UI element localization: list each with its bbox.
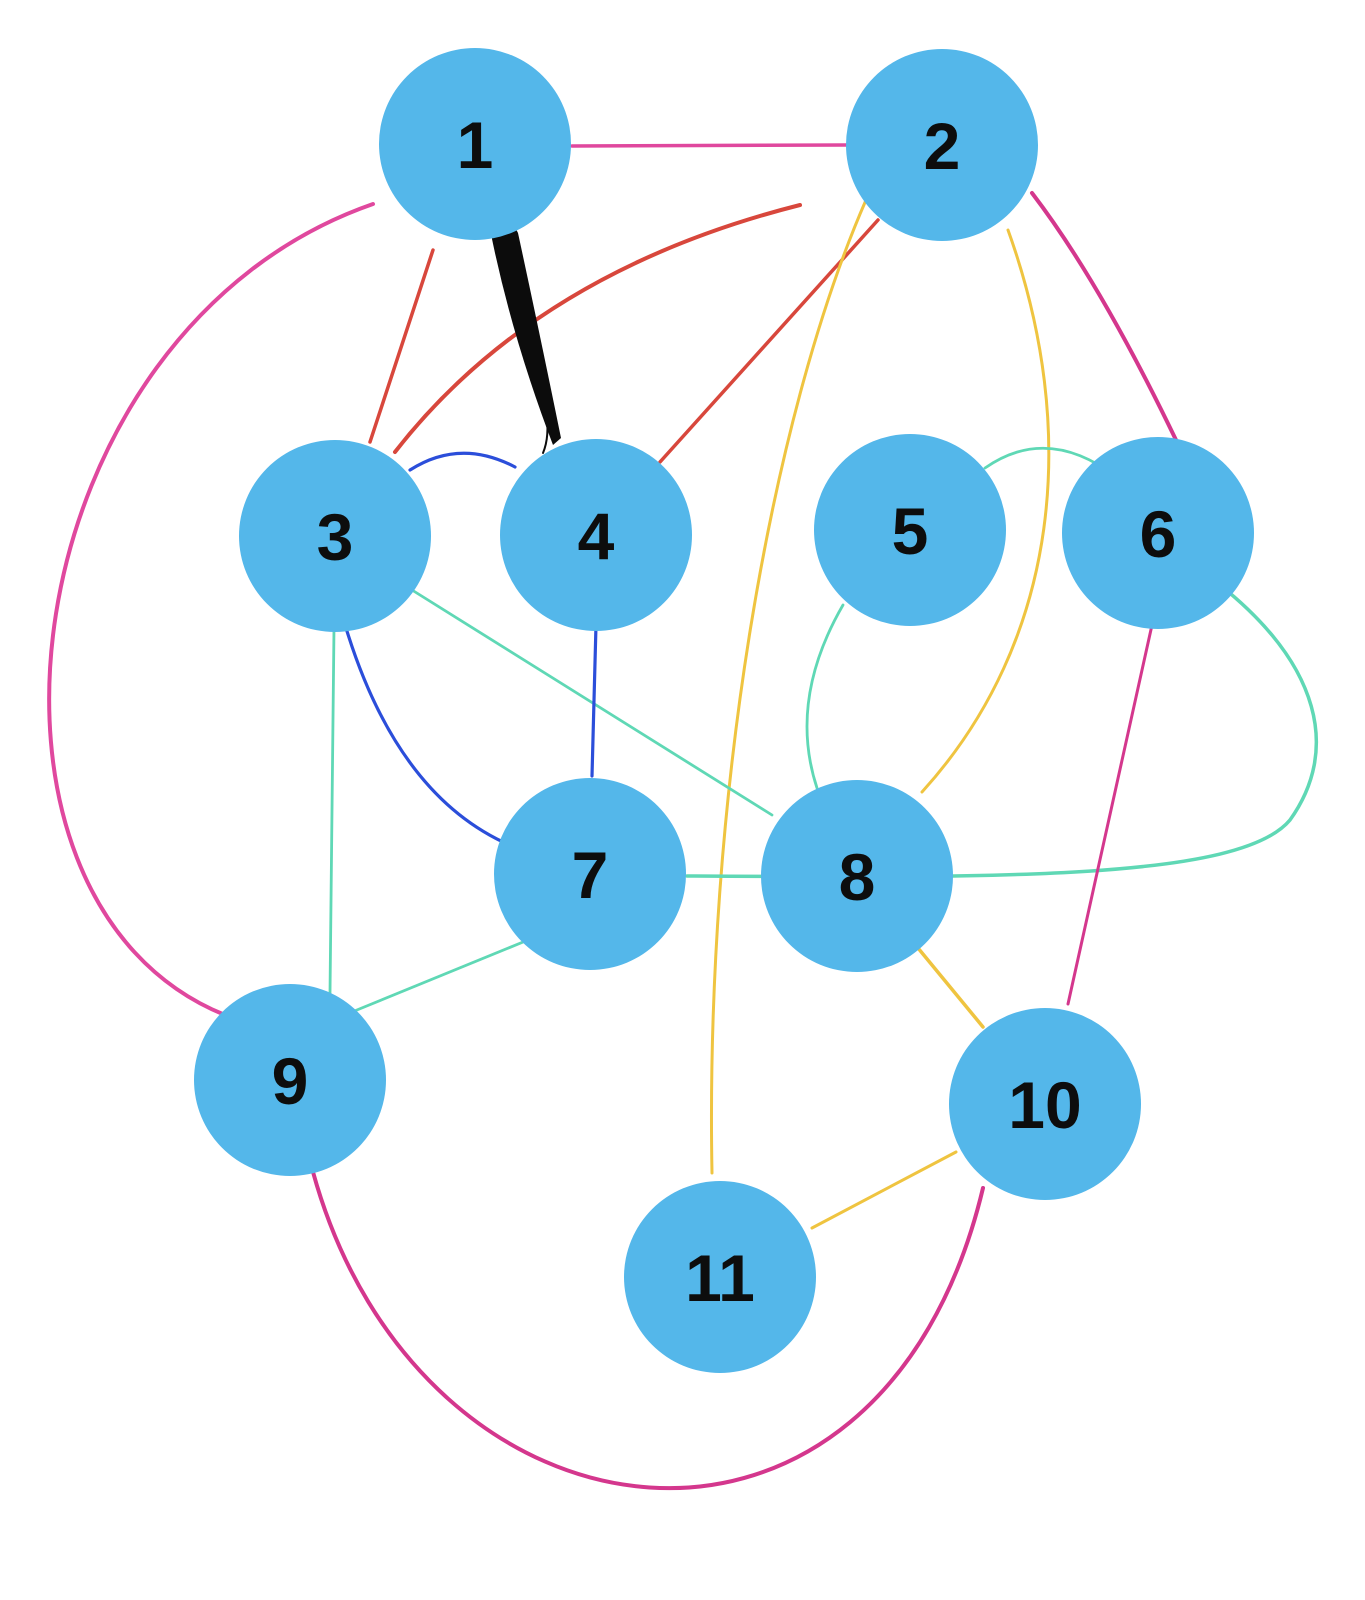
edge-3-4 xyxy=(408,451,517,472)
node-8[interactable]: 8 xyxy=(761,780,953,972)
node-10[interactable]: 10 xyxy=(949,1008,1141,1200)
edge-1-3 xyxy=(368,248,435,444)
edge-1-2 xyxy=(570,143,849,148)
node-circle-2[interactable] xyxy=(846,49,1038,241)
edge-6-10 xyxy=(1066,623,1154,1006)
node-9[interactable]: 9 xyxy=(194,984,386,1176)
edge-2-3 xyxy=(393,203,802,454)
node-circle-9[interactable] xyxy=(194,984,386,1176)
edge-2-6 xyxy=(1030,191,1178,442)
edge-2-4 xyxy=(658,218,880,464)
node-circle-3[interactable] xyxy=(239,440,431,632)
node-4[interactable]: 4 xyxy=(500,439,692,631)
node-circle-6[interactable] xyxy=(1062,437,1254,629)
edge-7-9 xyxy=(350,938,530,1014)
node-2[interactable]: 2 xyxy=(846,49,1038,241)
hand-drawn-stroke-fray xyxy=(542,411,549,454)
edge-2-11 xyxy=(710,198,868,1175)
node-3[interactable]: 3 xyxy=(239,440,431,632)
edge-3-9 xyxy=(328,626,336,995)
node-circle-11[interactable] xyxy=(624,1181,816,1373)
edge-10-11 xyxy=(810,1150,958,1230)
edge-1-9 xyxy=(47,202,375,1017)
edge-3-7 xyxy=(344,626,505,844)
node-11[interactable]: 11 xyxy=(624,1181,816,1373)
node-5[interactable]: 5 xyxy=(814,434,1006,626)
hand-drawn-stroke-1-4 xyxy=(491,224,561,445)
node-circle-1[interactable] xyxy=(379,48,571,240)
node-7[interactable]: 7 xyxy=(494,778,686,970)
node-circle-10[interactable] xyxy=(949,1008,1141,1200)
edge-2-8 xyxy=(920,228,1051,794)
edge-3-8 xyxy=(410,588,774,817)
edge-8-10 xyxy=(916,946,985,1029)
edge-5-8 xyxy=(805,603,845,790)
node-1[interactable]: 1 xyxy=(379,48,571,240)
node-6[interactable]: 6 xyxy=(1062,437,1254,629)
node-circle-5[interactable] xyxy=(814,434,1006,626)
node-circle-7[interactable] xyxy=(494,778,686,970)
node-circle-4[interactable] xyxy=(500,439,692,631)
hand-drawn-stroke-layer xyxy=(491,224,561,454)
edge-4-7 xyxy=(590,623,598,778)
edge-9-10 xyxy=(311,1170,985,1491)
node-circle-8[interactable] xyxy=(761,780,953,972)
